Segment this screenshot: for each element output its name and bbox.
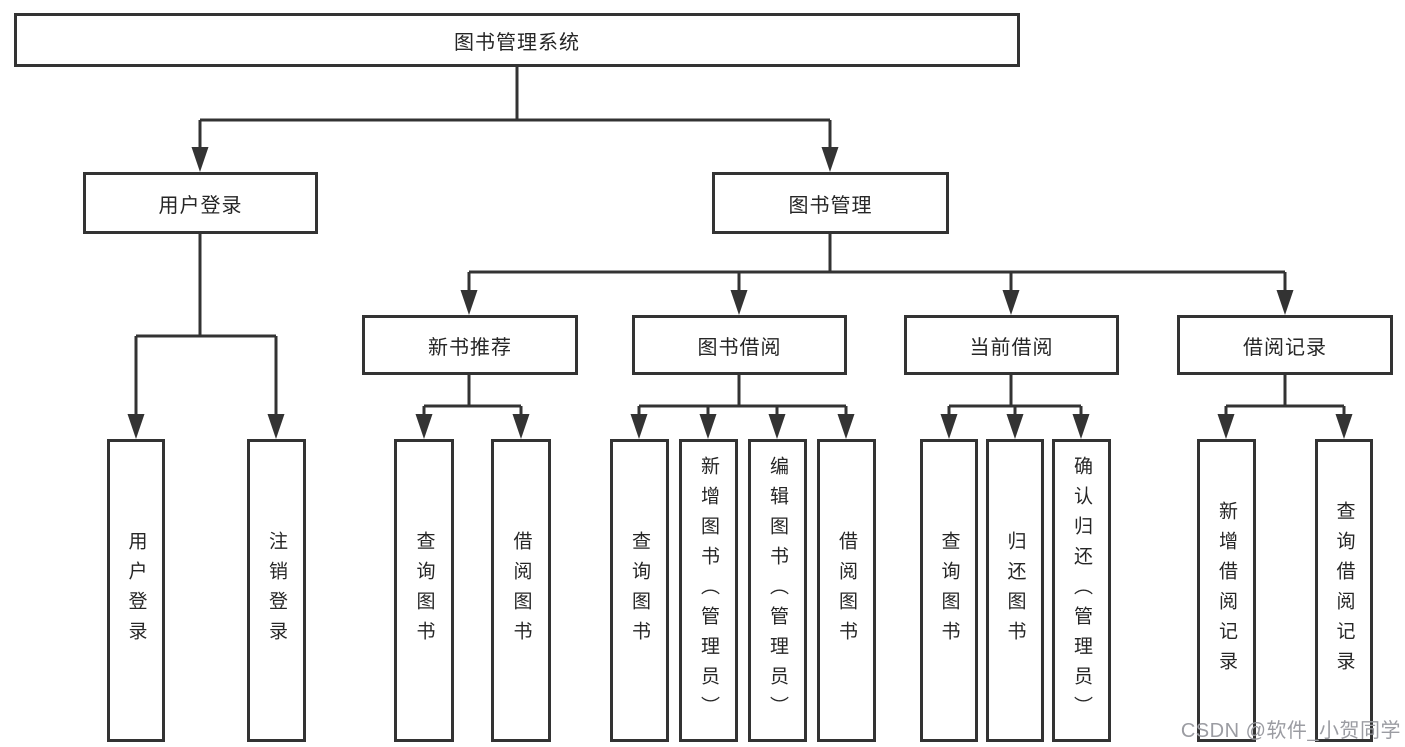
connector-current-borrow-children — [940, 375, 1090, 439]
leaf-return-book: 归还图书 — [986, 439, 1044, 742]
connector-book-borrow-children — [630, 375, 855, 439]
node-label: 新增图书（管理员） — [698, 455, 719, 726]
node-label: 查询图书 — [629, 530, 650, 651]
node-new-book-recommend: 新书推荐 — [362, 315, 578, 375]
connector-book-management-children — [460, 234, 1294, 315]
leaf-add-book-admin: 新增图书（管理员） — [679, 439, 738, 742]
node-current-borrow: 当前借阅 — [904, 315, 1119, 375]
leaf-newbook-query-books: 查询图书 — [394, 439, 454, 742]
node-book-borrow: 图书借阅 — [632, 315, 847, 375]
node-label: 用户登录 — [158, 194, 243, 217]
leaf-borrow-borrow-books: 借阅图书 — [817, 439, 876, 742]
leaf-user-login: 用户登录 — [107, 439, 165, 742]
node-book-management: 图书管理 — [712, 172, 949, 234]
node-label: 编辑图书（管理员） — [767, 455, 788, 726]
node-label: 图书借阅 — [697, 336, 782, 359]
node-label: 注销登录 — [266, 530, 287, 651]
node-label: 借阅记录 — [1243, 336, 1327, 359]
node-label: 归还图书 — [1004, 530, 1026, 651]
node-label: 借阅图书 — [510, 530, 532, 651]
leaf-add-borrow-record: 新增借阅记录 — [1197, 439, 1256, 742]
node-borrow-records: 借阅记录 — [1177, 315, 1393, 375]
connector-user-login-children — [127, 234, 285, 439]
connector-borrow-records-children — [1217, 375, 1353, 439]
node-root-system: 图书管理系统 — [14, 13, 1020, 67]
node-user-login: 用户登录 — [83, 172, 318, 234]
leaf-query-borrow-record: 查询借阅记录 — [1315, 439, 1373, 742]
leaf-edit-book-admin: 编辑图书（管理员） — [748, 439, 807, 742]
leaf-confirm-return-admin: 确认归还（管理员） — [1052, 439, 1111, 742]
node-label: 借阅图书 — [836, 530, 857, 651]
leaf-logout: 注销登录 — [247, 439, 306, 742]
node-label: 新书推荐 — [428, 336, 512, 359]
node-label: 新增借阅记录 — [1216, 500, 1237, 681]
node-label: 查询图书 — [413, 530, 435, 651]
leaf-newbook-borrow-books: 借阅图书 — [491, 439, 551, 742]
node-label: 图书管理系统 — [454, 31, 580, 54]
leaf-borrow-query-books: 查询图书 — [610, 439, 669, 742]
node-label: 用户登录 — [125, 530, 147, 651]
node-label: 图书管理 — [788, 194, 873, 217]
connector-new-book-children — [415, 375, 530, 439]
node-label: 确认归还（管理员） — [1071, 455, 1092, 726]
connector-root-to-level2 — [191, 67, 839, 172]
leaf-current-query-books: 查询图书 — [920, 439, 978, 742]
csdn-watermark: CSDN @软件_小贺同学 — [1180, 720, 1401, 742]
node-label: 查询图书 — [938, 530, 960, 651]
node-label: 查询借阅记录 — [1333, 500, 1355, 681]
node-label: 当前借阅 — [969, 336, 1054, 359]
